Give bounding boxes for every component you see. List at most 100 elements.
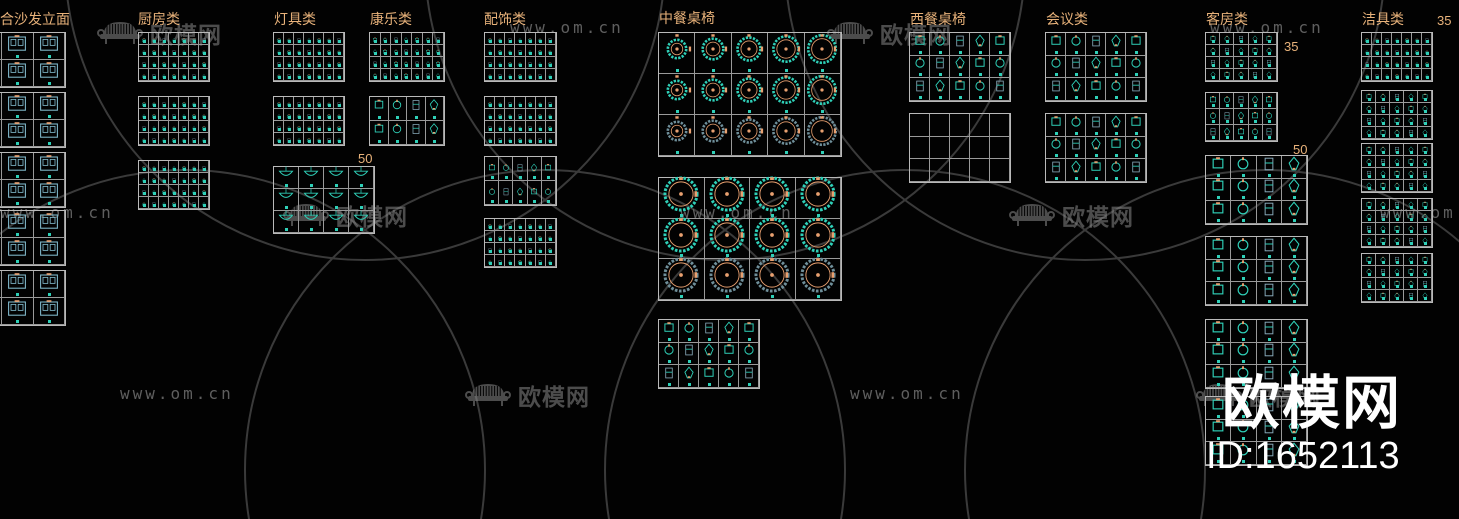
cad-block[interactable] [485,109,496,121]
cad-block[interactable] [515,97,526,109]
cad-block[interactable] [2,33,34,60]
cad-block[interactable] [314,69,324,81]
cad-block[interactable] [485,133,496,145]
block-sheet-sofa[interactable] [0,32,66,88]
cad-block[interactable] [407,97,426,121]
cad-block[interactable] [2,93,34,120]
cad-block[interactable] [179,33,189,45]
cad-block[interactable] [515,33,526,45]
cad-block[interactable] [199,97,209,109]
cad-block[interactable] [422,69,434,81]
cad-block[interactable] [950,136,970,160]
cad-block[interactable] [1390,278,1404,290]
cad-block[interactable] [370,45,381,57]
cad-block[interactable] [304,109,314,121]
cad-block[interactable] [349,188,374,211]
cad-block[interactable] [1404,103,1418,115]
cad-block[interactable] [1376,127,1390,139]
cad-block[interactable] [1220,57,1235,69]
cad-block[interactable] [1418,211,1432,223]
cad-block[interactable] [189,133,199,145]
cad-block[interactable] [1382,45,1392,57]
cad-block[interactable] [1206,201,1232,224]
cad-block[interactable] [324,45,334,57]
block-sheet-chinese-dining[interactable] [658,32,842,157]
cad-block[interactable] [485,97,496,109]
cad-block[interactable] [1206,33,1221,45]
cad-block[interactable] [1376,199,1390,211]
cad-block[interactable] [1281,282,1307,305]
cad-block[interactable] [1106,33,1126,56]
cad-block[interactable] [1206,178,1232,202]
cad-block[interactable] [149,161,159,173]
cad-block[interactable] [495,121,506,133]
cad-block[interactable] [412,69,423,81]
cad-block[interactable] [1418,127,1432,139]
cad-block[interactable] [388,121,407,145]
cad-block[interactable] [804,33,841,74]
cad-block[interactable] [199,33,209,45]
cad-block[interactable] [334,121,344,133]
cad-block[interactable] [294,69,304,81]
cad-block[interactable] [704,176,750,219]
cad-block[interactable] [139,97,149,109]
cad-block[interactable] [304,97,314,109]
cad-block[interactable] [189,121,199,133]
cad-block[interactable] [169,57,179,69]
cad-block[interactable] [1404,254,1418,266]
cad-block[interactable] [930,159,950,182]
cad-block[interactable] [1404,156,1418,168]
cad-block[interactable] [199,197,209,209]
cad-block[interactable] [33,60,65,87]
cad-block[interactable] [485,255,496,267]
cad-block[interactable] [1418,168,1432,180]
cad-block[interactable] [274,109,284,121]
cad-block[interactable] [159,33,169,45]
cad-block[interactable] [1392,33,1402,45]
cad-block[interactable] [1066,159,1086,182]
cad-block[interactable] [1392,69,1402,81]
cad-block[interactable] [1362,254,1376,266]
cad-block[interactable] [1418,115,1432,127]
cad-block[interactable] [545,33,556,45]
cad-block[interactable] [1281,259,1307,283]
cad-block[interactable] [1106,136,1126,160]
cad-block[interactable] [1376,180,1390,192]
cad-block[interactable] [1066,136,1086,160]
cad-block[interactable] [525,97,536,109]
cad-block[interactable] [304,121,314,133]
cad-block[interactable] [505,57,516,69]
cad-block[interactable] [495,231,506,243]
block-sheet-recreation[interactable] [369,96,445,146]
cad-block[interactable] [731,33,769,74]
cad-block[interactable] [1262,109,1277,125]
cad-block[interactable] [1362,278,1376,290]
cad-block[interactable] [659,33,696,74]
cad-block[interactable] [795,176,841,219]
cad-block[interactable] [495,219,506,231]
cad-block[interactable] [485,157,500,181]
cad-block[interactable] [0,60,3,87]
cad-block[interactable] [910,159,930,182]
block-sheet-recreation[interactable] [369,32,445,82]
cad-block[interactable] [314,45,324,57]
cad-block[interactable] [33,211,65,238]
cad-block[interactable] [0,298,3,325]
cad-block[interactable] [1362,91,1376,103]
cad-block[interactable] [739,365,759,388]
cad-block[interactable] [294,109,304,121]
cad-block[interactable] [169,173,179,185]
cad-block[interactable] [380,45,392,57]
cad-block[interactable] [189,197,199,209]
cad-block[interactable] [159,109,169,121]
cad-block[interactable] [1086,136,1106,160]
cad-block[interactable] [525,219,536,231]
block-sheet-meeting[interactable] [1045,32,1147,102]
cad-block[interactable] [189,185,199,197]
cad-block[interactable] [179,161,189,173]
cad-block[interactable] [1392,57,1402,69]
block-sheet-decor[interactable] [484,96,557,146]
cad-block[interactable] [695,74,732,115]
cad-block[interactable] [1106,114,1126,137]
cad-block[interactable] [1248,109,1263,125]
